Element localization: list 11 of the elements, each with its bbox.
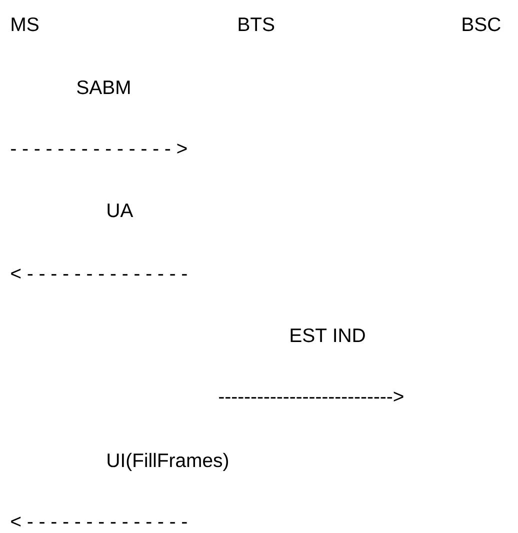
lifeline-label: MS [12,17,38,32]
message-label: UI(FillFrames) [108,452,228,472]
text-arrow: < - - - - - - - - - - - - - - [11,268,187,279]
message-label: SABM [77,80,130,94]
message-label: UA [108,204,134,218]
text-arrow: < - - - - - - - - - - - - - - [11,516,187,527]
text-arrow: - - - - - - - - - - - - - - > [11,144,187,154]
message-label: EST IND [290,328,365,342]
lifeline-label: BSC [462,17,500,32]
lifeline-label: BTS [238,17,274,32]
text-arrow: ---------------------------> [219,392,404,402]
